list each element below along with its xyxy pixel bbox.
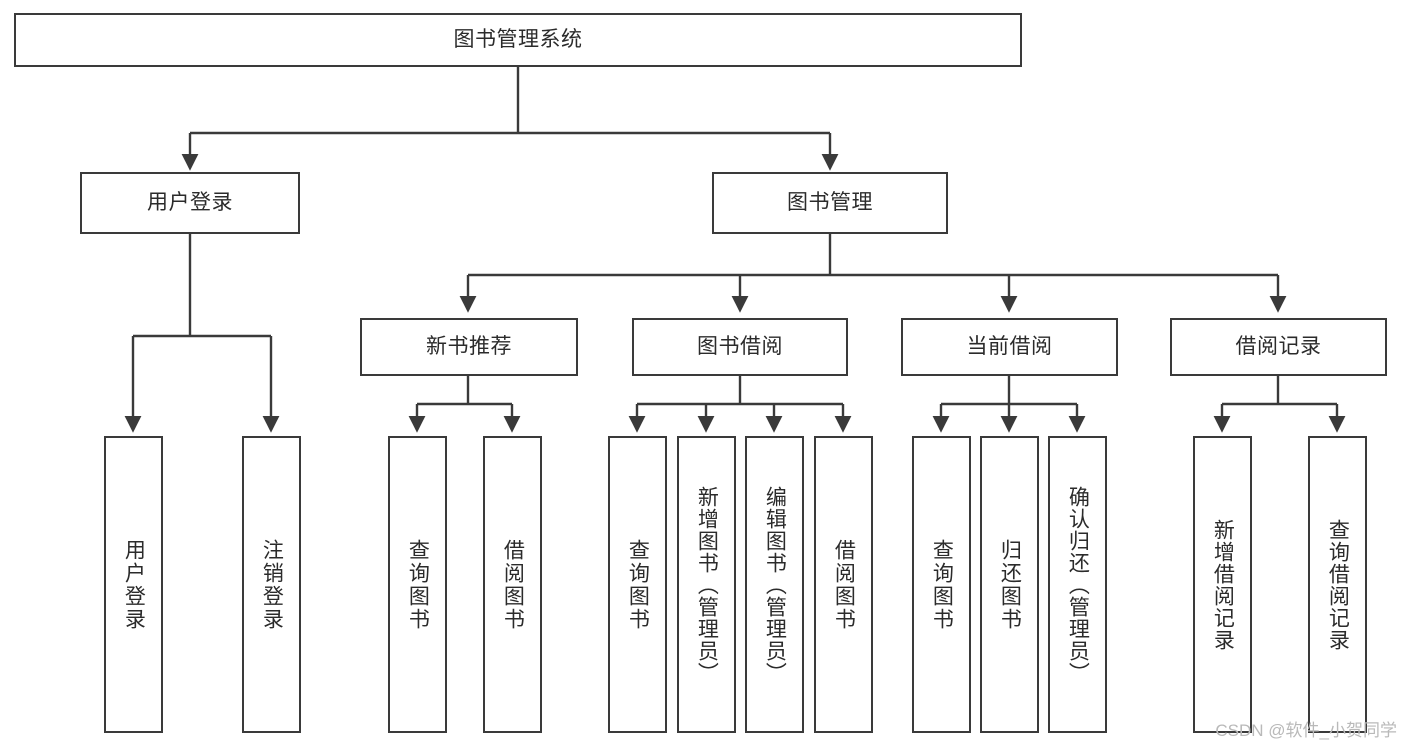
node-leaf-add-book[interactable]: 新增图书（管理员） [677,436,736,733]
node-book-manage-label: 图书管理 [787,190,873,214]
node-leaf-return-book[interactable]: 归还图书 [980,436,1039,733]
node-user-login[interactable]: 用户登录 [80,172,300,234]
node-leaf-query-book-2-label: 查询图书 [626,538,650,631]
csdn-watermark: CSDN @软件_小贺同学 [1215,721,1397,740]
node-leaf-add-record[interactable]: 新增借阅记录 [1193,436,1252,733]
node-leaf-logout[interactable]: 注销登录 [242,436,301,733]
node-leaf-borrow-book-2[interactable]: 借阅图书 [814,436,873,733]
node-leaf-user-login[interactable]: 用户登录 [104,436,163,733]
node-leaf-confirm-return-label: 确认归还（管理员） [1066,485,1090,684]
node-leaf-borrow-book-1[interactable]: 借阅图书 [483,436,542,733]
node-new-book-rec[interactable]: 新书推荐 [360,318,578,376]
node-leaf-query-book-1[interactable]: 查询图书 [388,436,447,733]
node-new-book-rec-label: 新书推荐 [426,334,512,358]
node-leaf-query-book-1-label: 查询图书 [406,538,430,631]
node-leaf-user-login-label: 用户登录 [122,538,146,631]
node-leaf-add-book-label: 新增图书（管理员） [695,485,719,684]
node-leaf-query-book-2[interactable]: 查询图书 [608,436,667,733]
node-leaf-edit-book-label: 编辑图书（管理员） [763,485,787,684]
node-leaf-borrow-book-2-label: 借阅图书 [832,538,856,631]
node-book-manage[interactable]: 图书管理 [712,172,948,234]
node-leaf-query-record[interactable]: 查询借阅记录 [1308,436,1367,733]
node-leaf-query-book-3-label: 查询图书 [930,538,954,631]
node-leaf-logout-label: 注销登录 [260,538,284,631]
node-user-login-label: 用户登录 [147,190,233,214]
node-leaf-query-record-label: 查询借阅记录 [1326,518,1350,651]
node-leaf-borrow-book-1-label: 借阅图书 [501,538,525,631]
node-borrow-record-label: 借阅记录 [1235,334,1322,358]
node-root-label: 图书管理系统 [453,27,583,51]
node-current-borrow-label: 当前借阅 [966,334,1053,358]
node-book-borrow-label: 图书借阅 [697,334,783,358]
node-leaf-return-book-label: 归还图书 [998,538,1022,631]
node-current-borrow[interactable]: 当前借阅 [901,318,1118,376]
node-leaf-add-record-label: 新增借阅记录 [1211,518,1235,651]
node-borrow-record[interactable]: 借阅记录 [1170,318,1387,376]
node-root[interactable]: 图书管理系统 [14,13,1022,67]
node-leaf-confirm-return[interactable]: 确认归还（管理员） [1048,436,1107,733]
node-leaf-query-book-3[interactable]: 查询图书 [912,436,971,733]
node-leaf-edit-book[interactable]: 编辑图书（管理员） [745,436,804,733]
node-book-borrow[interactable]: 图书借阅 [632,318,848,376]
